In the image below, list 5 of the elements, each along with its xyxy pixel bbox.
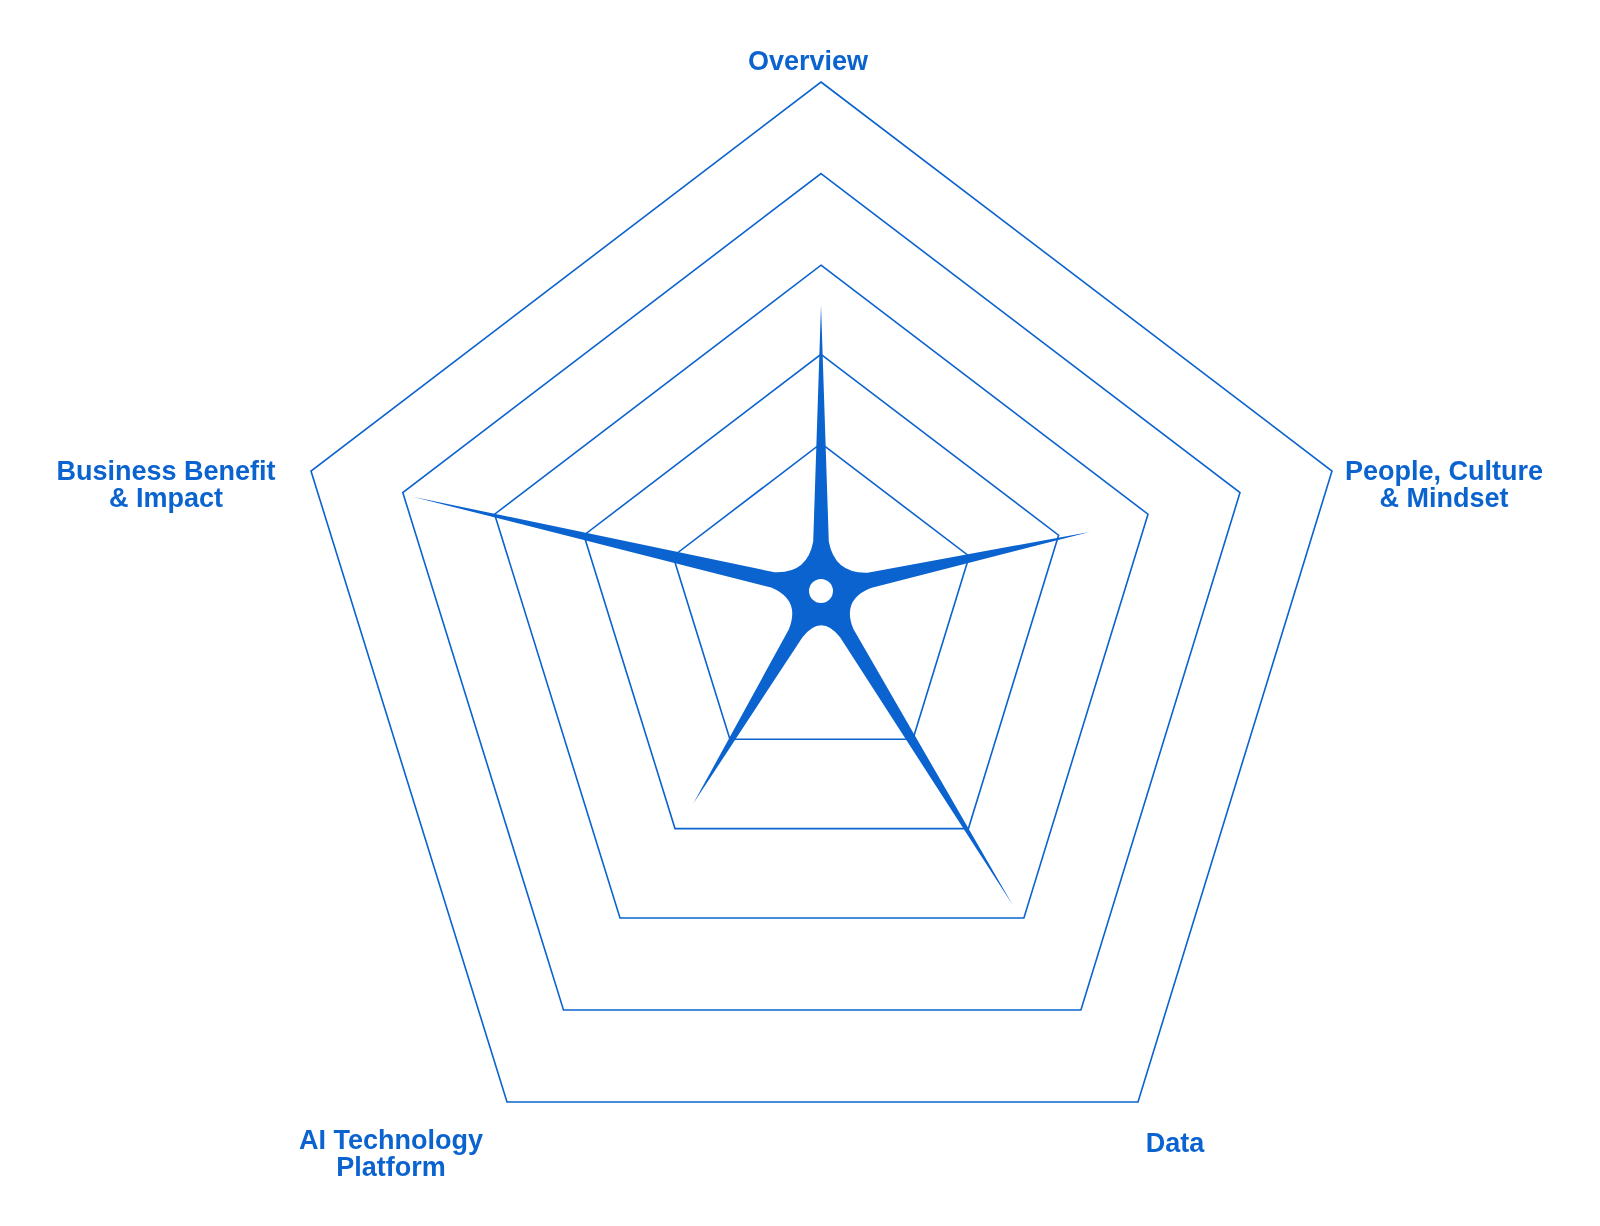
axis-label: Data [1144, 1129, 1206, 1157]
axis-label: AI Technology Platform [298, 1127, 484, 1181]
axis-label: Business Benefit & Impact [55, 458, 277, 512]
axis-label: Overview [746, 47, 870, 75]
axis-label: People, Culture & Mindset [1344, 458, 1544, 512]
